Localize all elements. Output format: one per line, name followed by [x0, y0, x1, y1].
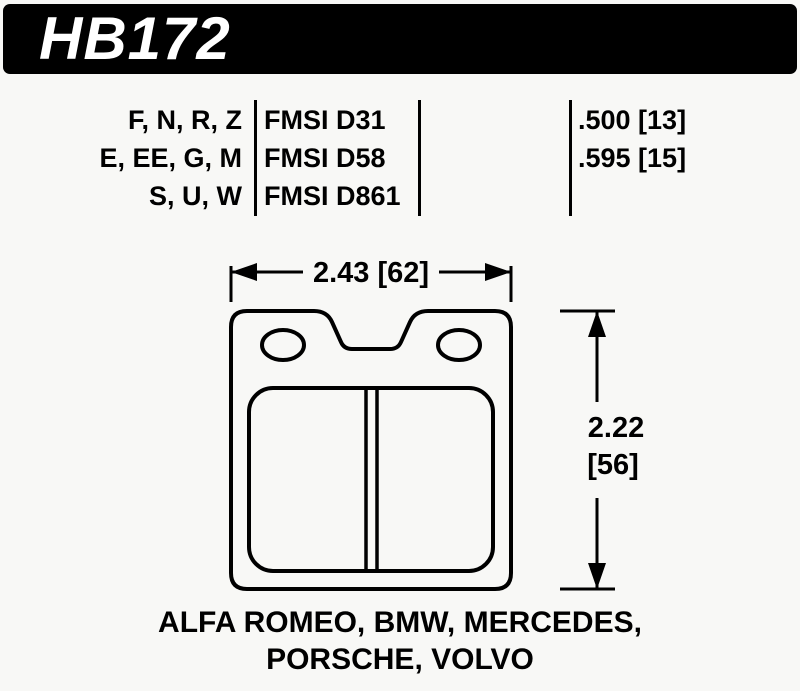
width-dimension: 2.43 [62]: [229, 257, 513, 302]
height-arrow-top-icon: [588, 311, 606, 337]
header-bar: HB172: [3, 4, 797, 74]
width-dimension-label: 2.43 [62]: [313, 257, 429, 289]
height-dimension-inches-label: 2.22: [588, 412, 644, 444]
compound-codes-row1: F, N, R, Z: [128, 105, 242, 135]
pad-thickness-row1: .500 [13]: [578, 105, 687, 135]
mounting-hole-left-icon: [260, 328, 306, 362]
mounting-hole-right-icon: [436, 328, 482, 362]
fmsi-number-row3: FMSI D861: [264, 181, 401, 211]
part-number: HB172: [39, 5, 231, 72]
vehicle-applications: ALFA ROMEO, BMW, MERCEDES, PORSCHE, VOLV…: [0, 604, 800, 678]
width-arrow-right-icon: [485, 263, 511, 281]
pad-thickness-row2: .595 [15]: [578, 143, 687, 173]
height-dimension: 2.22 [56]: [560, 309, 644, 591]
table-divider-1: [254, 100, 257, 216]
applications-line2: PORSCHE, VOLVO: [266, 643, 534, 676]
friction-surface-outline: [247, 386, 495, 573]
width-arrow-left-icon: [231, 263, 257, 281]
compound-codes-row2: E, EE, G, M: [99, 143, 242, 173]
table-divider-2: [418, 100, 421, 216]
table-divider-3: [569, 100, 572, 216]
fmsi-number-row1: FMSI D31: [264, 105, 386, 135]
height-dimension-mm-label: [56]: [587, 449, 639, 481]
compound-codes-row3: S, U, W: [149, 181, 242, 211]
applications-line1: ALFA ROMEO, BMW, MERCEDES,: [158, 606, 642, 639]
pad-outline: [229, 309, 513, 591]
fmsi-number-row2: FMSI D58: [264, 143, 386, 173]
height-arrow-bottom-icon: [588, 563, 606, 589]
